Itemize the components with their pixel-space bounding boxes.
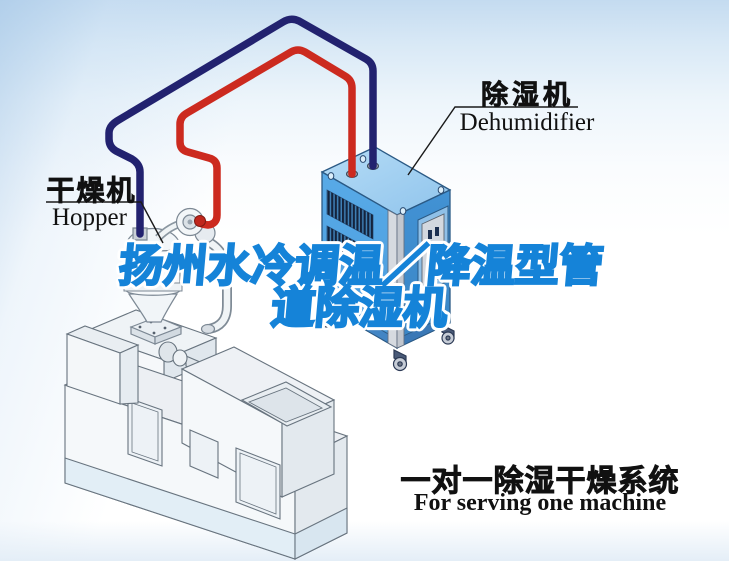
caster-wheels [320,305,455,372]
machine-block-right [119,344,139,405]
machine-window [127,397,163,467]
machine-skirt-right [294,507,348,560]
molding-machine-icon [63,309,349,560]
vent-louvers-icon [326,189,374,276]
dehumidifier-unit-icon [320,146,455,372]
return-hose [105,15,377,238]
hopper-label-zh: 干燥机 [46,175,137,207]
machine-nozzle-disc [172,349,188,367]
dehumidifier-label-zh: 除湿机 [481,80,574,111]
leader-line-hopper [46,201,164,244]
caption-zh: 一对一除湿干燥系统 [400,465,680,499]
hoses [105,15,377,238]
panel-sockets [428,227,439,269]
leader-lines [46,106,578,244]
hopper-label-en: Hopper [52,204,127,231]
svg-text:扬州水冷调温／降温型管: 扬州水冷调温／降温型管 [117,242,605,291]
hopper-flange-ring [123,282,183,292]
supply-hose [176,46,356,229]
watermark-text: 扬州水冷调温／降温型管 道除湿机 扬州水冷调温／降温型管 道除湿机 [113,238,610,337]
svg-text:道除湿机: 道除湿机 [269,284,449,333]
dehumidifier-label-en: Dehumidifier [459,109,595,136]
leader-line-dehumidifier [407,106,578,176]
lifting-eyelets [327,155,445,215]
svg-text:扬州水冷调温／降温型管: 扬州水冷调温／降温型管 [117,242,605,291]
svg-text:道除湿机: 道除湿机 [269,284,449,333]
duct-flange [200,323,216,335]
machine-window [235,447,281,520]
supply-hose-inlet [194,215,206,227]
hopper-cone [127,293,179,323]
machine-window [189,429,219,479]
caption-en: For serving one machine [413,490,667,516]
